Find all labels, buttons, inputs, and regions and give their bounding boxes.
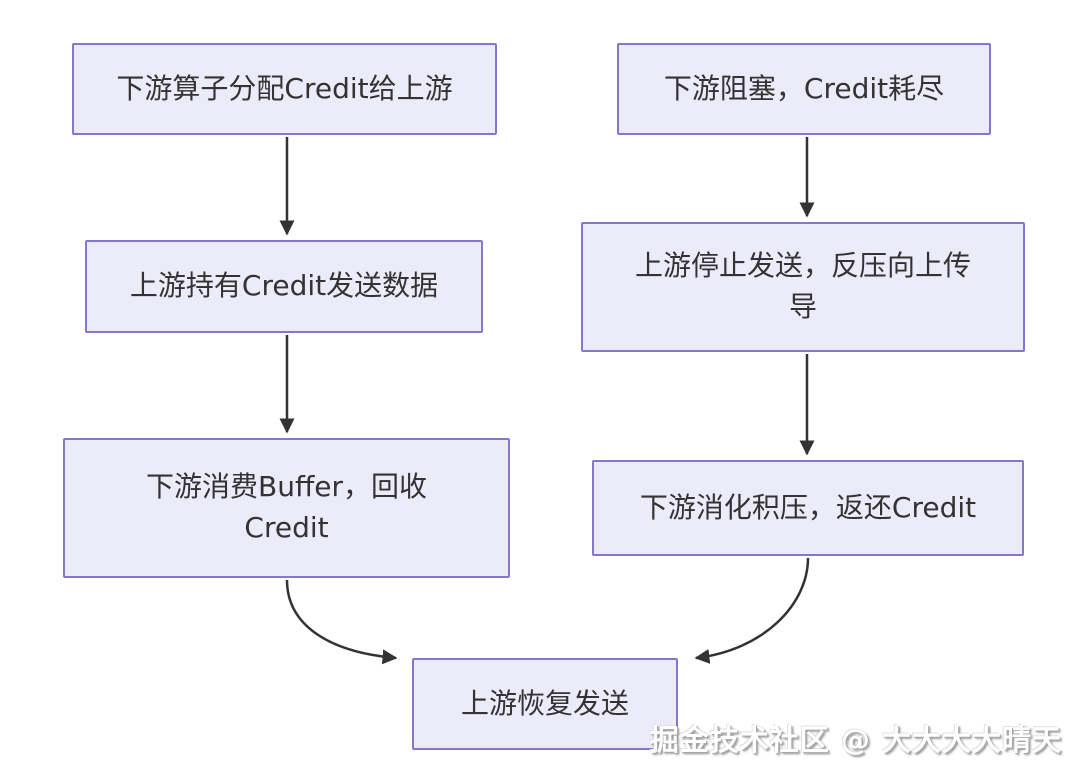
node-upstream-resume-send: 上游恢复发送 xyxy=(412,658,678,750)
node-label: 上游停止发送，反压向上传 导 xyxy=(634,249,971,323)
node-label: 下游阻塞，Credit耗尽 xyxy=(663,71,945,105)
edge-consume-to-resume xyxy=(285,579,398,665)
node-upstream-send-data: 上游持有Credit发送数据 xyxy=(85,240,483,333)
watermark: 掘金技术社区 @ 大大大大晴天 xyxy=(649,723,1062,757)
node-downstream-blocked: 下游阻塞，Credit耗尽 xyxy=(617,43,991,135)
node-consume-buffer-recycle-credit: 下游消费Buffer，回收 Credit xyxy=(63,438,510,578)
node-upstream-stop-backpressure: 上游停止发送，反压向上传 导 xyxy=(581,222,1025,352)
edge-digest-to-resume xyxy=(694,557,810,664)
node-allocate-credit: 下游算子分配Credit给上游 xyxy=(72,43,497,135)
node-label: 下游算子分配Credit给上游 xyxy=(116,71,453,105)
node-label: 上游持有Credit发送数据 xyxy=(129,269,439,303)
node-label: 下游消费Buffer，回收 Credit xyxy=(146,470,427,544)
node-label: 下游消化积压，返还Credit xyxy=(639,490,977,524)
node-label: 上游恢复发送 xyxy=(460,686,629,720)
node-digest-backlog-return-credit: 下游消化积压，返还Credit xyxy=(592,460,1024,556)
